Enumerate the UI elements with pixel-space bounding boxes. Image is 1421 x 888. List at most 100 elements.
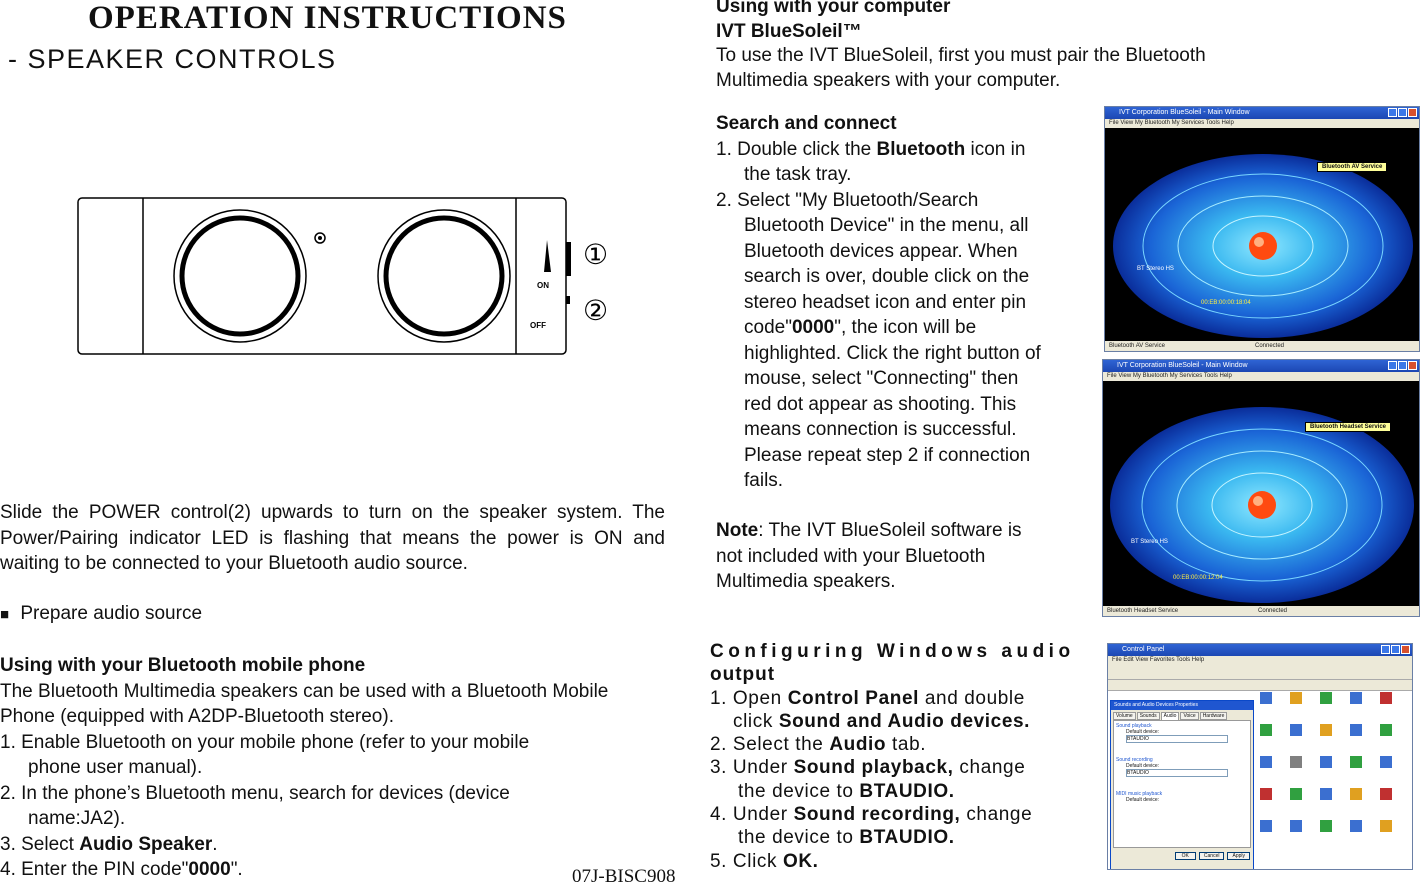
local-device-orb bbox=[1248, 491, 1276, 519]
configure-step-5: 5. Click OK. bbox=[710, 850, 819, 872]
section-subtitle: - SPEAKER CONTROLS bbox=[8, 44, 337, 74]
bullet-square: ■ bbox=[0, 606, 10, 623]
window-titlebar: IVT Corporation BlueSoleil - Main Window bbox=[1103, 360, 1419, 372]
tab-voice[interactable]: Voice bbox=[1180, 712, 1199, 720]
dialog-tabs: Volume Sounds Audio Voice Hardware bbox=[1111, 710, 1253, 720]
page-title: OPERATION INSTRUCTIONS bbox=[88, 0, 567, 36]
configure-step-4: 4. Under Sound recording, change bbox=[710, 804, 1033, 826]
prepare-audio-source: ■ Prepare audio source bbox=[0, 601, 202, 628]
computer-heading: Using with your computer bbox=[716, 0, 951, 17]
window-menubar: File Edit View Favorites Tools Help bbox=[1108, 656, 1412, 665]
prepare-label: Prepare audio source bbox=[20, 603, 203, 624]
service-toolbar bbox=[1103, 381, 1419, 403]
tab-audio[interactable]: Audio bbox=[1160, 712, 1180, 720]
search-step-2-line: Bluetooth Device" in the menu, all bbox=[744, 215, 1029, 236]
configure-heading: Configuring Windows audio bbox=[710, 641, 1075, 662]
off-label: OFF bbox=[530, 321, 546, 330]
recording-default-label: Default device: bbox=[1126, 763, 1160, 769]
search-step-2-line: means connection is successful. bbox=[744, 419, 1017, 440]
configure-step-1-cont: click Sound and Audio devices. bbox=[733, 710, 1031, 732]
search-step-1: 1. Double click the Bluetooth icon in bbox=[716, 138, 1026, 160]
configure-step-4-cont: the device to BTAUDIO. bbox=[738, 827, 955, 849]
configure-step-2: 2. Select the Audio tab. bbox=[710, 734, 927, 756]
note-section: Note: The IVT BlueSoleil software is not… bbox=[716, 518, 1096, 595]
search-step-2-line: stereo headset icon and enter pin bbox=[744, 291, 1027, 313]
search-connect-section: Search and connect 1. Double click the B… bbox=[716, 111, 1096, 494]
device-label: BT Stereo HS bbox=[1131, 539, 1168, 545]
search-step-2-line: highlighted. Click the right button of bbox=[744, 342, 1041, 364]
window-titlebar: Control Panel bbox=[1108, 644, 1412, 656]
software-intro-1: To use the IVT BlueSoleil, first you mus… bbox=[716, 45, 1206, 66]
phone-section: Using with your Bluetooth mobile phone T… bbox=[0, 653, 640, 883]
recording-group-label: Sound recording bbox=[1116, 757, 1153, 763]
midi-group-label: MIDI music playback bbox=[1116, 791, 1163, 797]
note-line-3: Multimedia speakers. bbox=[716, 571, 896, 592]
tab-hardware[interactable]: Hardware bbox=[1199, 712, 1228, 720]
phone-step-2: 2. In the phone’s Bluetooth menu, search… bbox=[0, 782, 510, 804]
control-panel-icons bbox=[1260, 692, 1392, 832]
window-statusbar: Bluetooth AV Service Connected bbox=[1105, 341, 1419, 351]
sounds-audio-dialog: Sounds and Audio Devices Properties Volu… bbox=[1110, 700, 1254, 869]
dialog-buttons: OK Cancel Apply bbox=[1111, 848, 1253, 864]
dialog-titlebar: Sounds and Audio Devices Properties bbox=[1111, 701, 1253, 710]
speaker-diagram: ON OFF ① ② bbox=[77, 197, 608, 355]
search-step-2-line: Bluetooth devices appear. When bbox=[744, 240, 1018, 262]
apply-button[interactable]: Apply bbox=[1227, 852, 1250, 860]
right-driver bbox=[377, 209, 511, 343]
window-statusbar: Bluetooth Headset Service Connected bbox=[1103, 606, 1419, 616]
callout-2: ② bbox=[583, 294, 608, 327]
phone-step-1: 1. Enable Bluetooth on your mobile phone… bbox=[0, 731, 530, 753]
bluesoleil-screenshot-headset: IVT Corporation BlueSoleil - Main Window… bbox=[1102, 359, 1420, 617]
phone-heading: Using with your Bluetooth mobile phone bbox=[0, 655, 366, 676]
phone-intro: The Bluetooth Multimedia speakers can be… bbox=[0, 680, 609, 728]
device-label: BT Stereo HS bbox=[1137, 266, 1174, 272]
power-switch bbox=[566, 242, 571, 276]
note-line-1: Note: The IVT BlueSoleil software is bbox=[716, 520, 1022, 541]
playback-device-select[interactable]: BTAUDIO bbox=[1126, 735, 1228, 743]
phone-step-3: 3. Select Audio Speaker. bbox=[0, 833, 218, 855]
callout-1: ① bbox=[583, 238, 608, 271]
bluesoleil-screenshot-av: IVT Corporation BlueSoleil - Main Window… bbox=[1104, 106, 1420, 352]
software-heading: IVT BlueSoleil™ bbox=[716, 20, 862, 42]
search-step-2-code: code"0000", the icon will be bbox=[744, 317, 977, 338]
search-step-2-line: search is over, double click on the bbox=[744, 266, 1030, 287]
av-service-tooltip: Bluetooth AV Service bbox=[1317, 162, 1388, 172]
search-step-2-line: mouse, select "Connecting" then bbox=[744, 368, 1019, 389]
address-bar bbox=[1108, 680, 1412, 691]
search-step-2-line: Please repeat step 2 if connection bbox=[744, 444, 1031, 466]
tab-volume[interactable]: Volume bbox=[1113, 712, 1136, 720]
left-driver bbox=[173, 209, 307, 343]
explorer-toolbar bbox=[1108, 665, 1412, 680]
audio-tab-panel: Sound playback Default device: BTAUDIO S… bbox=[1113, 720, 1251, 848]
window-menubar: File View My Bluetooth My Services Tools… bbox=[1103, 372, 1419, 381]
note-line-2: not included with your Bluetooth bbox=[716, 545, 986, 567]
software-intro-2: Multimedia speakers with your computer. bbox=[716, 69, 1061, 91]
cancel-button[interactable]: Cancel bbox=[1198, 852, 1225, 860]
tab-sounds[interactable]: Sounds bbox=[1136, 712, 1160, 720]
local-device-orb bbox=[1249, 232, 1277, 260]
playback-group-label: Sound playback bbox=[1116, 723, 1152, 729]
ok-button[interactable]: OK bbox=[1174, 852, 1196, 860]
model-code: 07J-BISC908 bbox=[572, 866, 676, 887]
configure-step-3: 3. Under Sound playback, change bbox=[710, 757, 1026, 779]
recording-device-select[interactable]: BTAUDIO bbox=[1126, 769, 1228, 777]
configure-heading-cont: output bbox=[710, 664, 776, 686]
configure-step-1: 1. Open Control Panel and double bbox=[710, 687, 1025, 709]
device-address: 00:EB:00:00:12:04 bbox=[1173, 575, 1223, 581]
control-panel-screenshot: Control Panel File Edit View Favorites T… bbox=[1107, 643, 1413, 870]
phone-step-4: 4. Enter the PIN code"0000". bbox=[0, 859, 243, 880]
power-instructions: Slide the POWER control(2) upwards to tu… bbox=[0, 502, 665, 574]
power-switch-arrow bbox=[544, 240, 551, 272]
service-toolbar bbox=[1105, 128, 1419, 150]
window-titlebar: IVT Corporation BlueSoleil - Main Window bbox=[1105, 107, 1419, 119]
configure-audio-section: Configuring Windows audio output 1. Open… bbox=[710, 640, 1095, 873]
configure-step-3-cont: the device to BTAUDIO. bbox=[738, 780, 955, 802]
search-step-2: 2. Select "My Bluetooth/Search bbox=[716, 189, 979, 211]
midi-default-label: Default device: bbox=[1126, 797, 1160, 803]
search-step-2-line: red dot appear as shooting. This bbox=[744, 393, 1017, 415]
bluetooth-radar-view: BT Stereo HS 00:EB:00:00:18:04 bbox=[1105, 150, 1419, 343]
bluetooth-radar-view: BT Stereo HS 00:EB:00:00:12:04 bbox=[1103, 403, 1419, 608]
playback-default-label: Default device: bbox=[1126, 729, 1160, 735]
window-menubar: File View My Bluetooth My Services Tools… bbox=[1105, 119, 1419, 128]
phone-step-2-cont: name:JA2). bbox=[28, 808, 126, 829]
